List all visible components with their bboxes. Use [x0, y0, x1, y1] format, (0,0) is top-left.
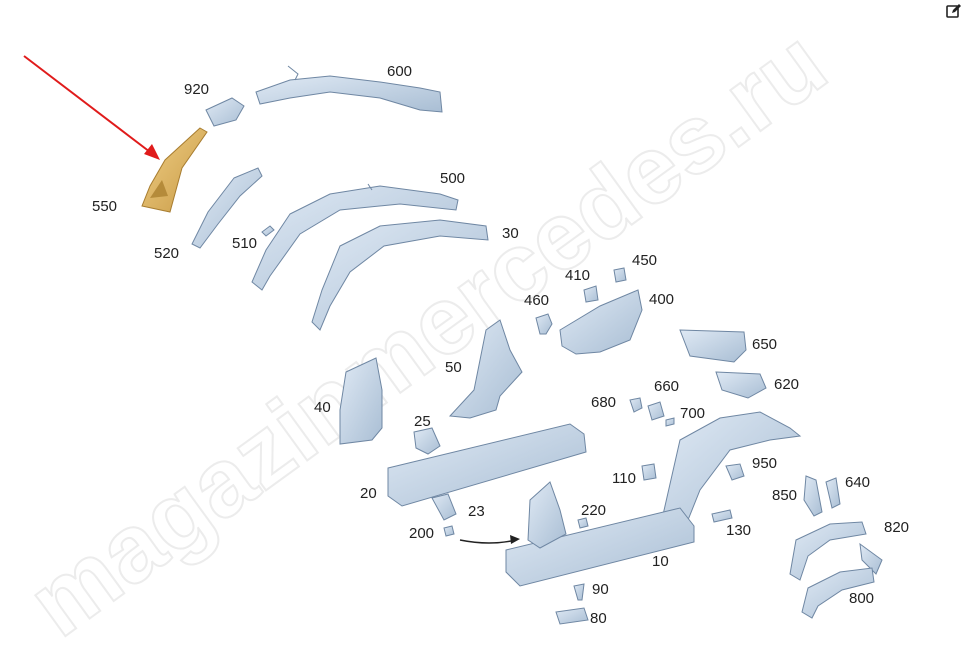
part-520[interactable] [191, 167, 263, 249]
label-20: 20 [360, 485, 377, 502]
part-20[interactable] [387, 423, 587, 507]
part-80[interactable] [555, 607, 589, 625]
part-920[interactable] [205, 97, 245, 127]
part-800[interactable] [801, 567, 875, 619]
part-500[interactable] [251, 185, 459, 291]
label-520: 520 [154, 245, 180, 262]
label-680: 680 [591, 394, 617, 411]
label-660: 660 [654, 378, 680, 395]
part-640[interactable] [825, 477, 841, 509]
label-620: 620 [774, 376, 800, 393]
label-90: 90 [592, 581, 609, 598]
part-680[interactable] [629, 397, 643, 413]
label-410: 410 [565, 267, 591, 284]
part-820[interactable] [789, 521, 867, 581]
part-400[interactable] [559, 289, 643, 355]
label-50: 50 [445, 359, 462, 376]
part-50[interactable] [448, 319, 523, 419]
label-23: 23 [468, 503, 485, 520]
part-850[interactable] [803, 475, 823, 517]
part-220[interactable] [577, 517, 589, 529]
label-500: 500 [440, 170, 466, 187]
part-950[interactable] [725, 463, 745, 481]
assembly-arrow [459, 539, 517, 544]
label-200: 200 [409, 525, 435, 542]
part-650[interactable] [679, 329, 747, 363]
label-460: 460 [524, 292, 550, 309]
part-30[interactable] [311, 219, 489, 331]
label-600: 600 [387, 63, 413, 80]
label-400: 400 [649, 291, 675, 308]
part-450[interactable] [613, 267, 627, 283]
label-450: 450 [632, 252, 658, 269]
part-550[interactable] [141, 127, 208, 213]
label-130: 130 [726, 522, 752, 539]
label-220: 220 [581, 502, 607, 519]
part-700[interactable] [665, 417, 675, 427]
edit-icon[interactable] [945, 2, 963, 20]
part-410[interactable] [583, 285, 599, 303]
label-800: 800 [849, 590, 875, 607]
part-23[interactable] [431, 493, 457, 521]
part-600[interactable] [255, 75, 443, 113]
label-850: 850 [772, 487, 798, 504]
part-510[interactable] [261, 225, 275, 237]
part-660[interactable] [647, 401, 665, 421]
part-40[interactable] [339, 357, 383, 445]
label-10: 10 [652, 553, 669, 570]
label-820: 820 [884, 519, 910, 536]
label-80: 80 [590, 610, 607, 627]
label-650: 650 [752, 336, 778, 353]
label-25: 25 [414, 413, 431, 430]
part-10[interactable] [505, 507, 695, 587]
label-110: 110 [612, 470, 636, 487]
label-950: 950 [752, 455, 778, 472]
label-40: 40 [314, 399, 331, 416]
label-550: 550 [92, 198, 118, 215]
part-200[interactable] [443, 525, 455, 537]
assembly-arrow-head [510, 535, 520, 544]
label-640: 640 [845, 474, 871, 491]
part-130[interactable] [711, 509, 733, 523]
part-110[interactable] [641, 463, 657, 481]
part-90[interactable] [573, 583, 585, 601]
highlight-arrow [23, 55, 151, 153]
label-700: 700 [680, 405, 706, 422]
part-620[interactable] [715, 371, 767, 399]
part-460[interactable] [535, 313, 553, 335]
part-25[interactable] [413, 427, 441, 455]
label-30: 30 [502, 225, 519, 242]
highlight-arrow-head [144, 144, 160, 160]
label-920: 920 [184, 81, 210, 98]
label-510: 510 [232, 235, 258, 252]
